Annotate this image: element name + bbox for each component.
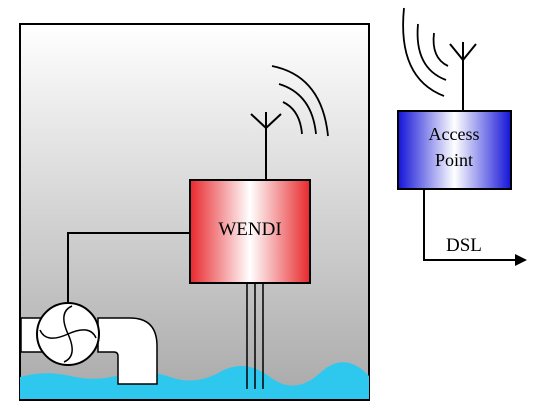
wendi-box: WENDI	[189, 179, 311, 284]
outlet-pipe	[97, 317, 158, 385]
wendi-antenna-icon	[250, 112, 282, 180]
access-point-label-line1: Access	[429, 124, 480, 144]
access-point-signal-icon	[402, 7, 449, 97]
dsl-connection	[423, 189, 527, 266]
dsl-label: DSL	[446, 235, 482, 256]
pump-control-cable	[67, 232, 190, 303]
wendi-label: WENDI	[218, 219, 281, 240]
access-point-antenna-icon	[449, 42, 477, 111]
water	[20, 362, 369, 399]
access-point-box: Access Point	[397, 110, 512, 190]
access-point-label-line2: Point	[435, 150, 473, 170]
pump-icon	[36, 302, 100, 366]
wendi-signal-icon	[271, 65, 329, 137]
